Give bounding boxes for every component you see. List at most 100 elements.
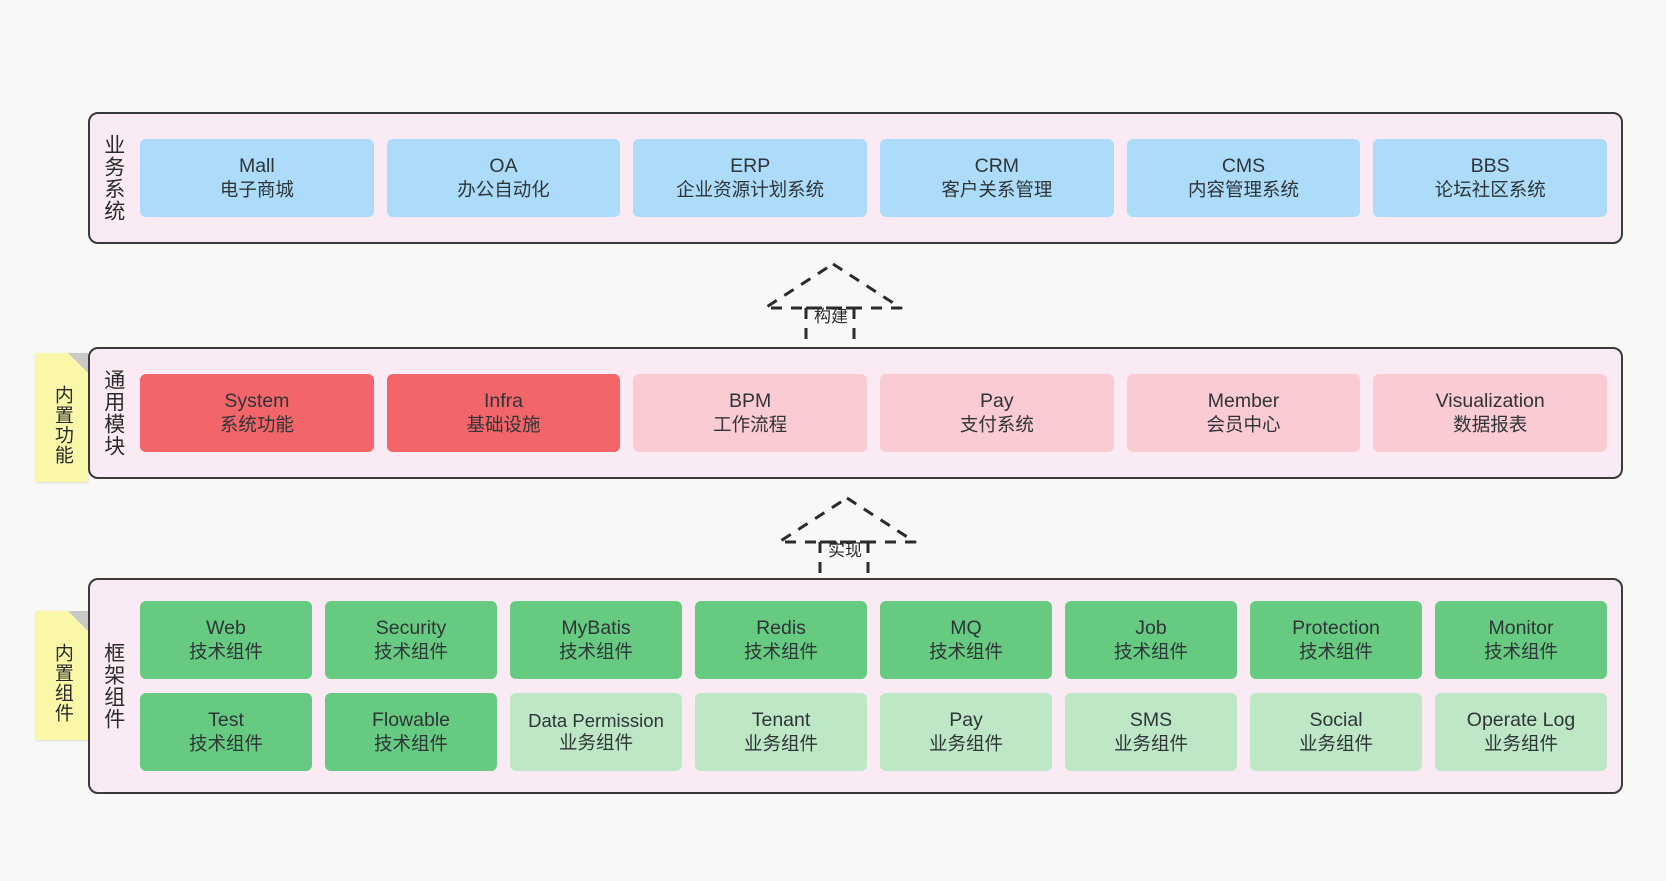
framework-row-2: Test 技术组件 Flowable 技术组件 Data Permission … (140, 693, 1607, 771)
box-title: Security (375, 616, 447, 639)
box-subtitle: 技术组件 (188, 732, 263, 754)
layer-panel-framework: 框架组件 Web 技术组件 Security 技术组件 MyBatis 技术组件… (88, 578, 1623, 794)
business-box-oa[interactable]: OA 办公自动化 (386, 139, 621, 217)
sticky-note-builtin-component: 内置组件 (36, 611, 88, 740)
box-subtitle: 业务组件 (1483, 732, 1558, 754)
business-box-cms[interactable]: CMS 内容管理系统 (1126, 139, 1361, 217)
framework-box-data-permission[interactable]: Data Permission 业务组件 (510, 693, 682, 771)
box-title: Visualization (1435, 389, 1545, 412)
box-subtitle: 技术组件 (1113, 640, 1188, 662)
box-title: CMS (1221, 154, 1266, 177)
common-box-infra[interactable]: Infra 基础设施 (386, 374, 621, 452)
connector-label-build: 构建 (814, 307, 848, 326)
sticky-note-text: 内置功能 (51, 384, 73, 465)
folded-corner-icon (68, 611, 88, 631)
sticky-note-builtin-feature: 内置功能 (36, 353, 88, 482)
box-title: MQ (950, 616, 982, 639)
box-subtitle: 业务组件 (558, 731, 633, 753)
box-title: Flowable (371, 708, 451, 731)
framework-box-operate-log[interactable]: Operate Log 业务组件 (1435, 693, 1607, 771)
connector-implement: 实现 (772, 492, 922, 584)
connector-label-implement: 实现 (828, 541, 862, 560)
box-subtitle: 论坛社区系统 (1434, 178, 1546, 200)
layer-label-framework: 框架组件 (101, 642, 125, 730)
box-subtitle: 客户关系管理 (941, 178, 1053, 200)
layer-panel-business: 业务系统 Mall 电子商城 OA 办公自动化 ERP 企业资源计划系统 CRM… (88, 112, 1623, 244)
business-box-erp[interactable]: ERP 企业资源计划系统 (633, 139, 868, 217)
box-subtitle: 基础设施 (466, 413, 541, 435)
box-subtitle: 技术组件 (558, 640, 633, 662)
framework-box-web[interactable]: Web 技术组件 (140, 601, 312, 679)
box-subtitle: 支付系统 (959, 413, 1034, 435)
box-subtitle: 技术组件 (188, 640, 263, 662)
framework-box-security[interactable]: Security 技术组件 (325, 601, 497, 679)
folded-corner-icon (68, 353, 88, 373)
box-title: Web (206, 616, 246, 639)
box-subtitle: 业务组件 (743, 732, 818, 754)
box-title: Operate Log (1466, 708, 1576, 731)
framework-box-redis[interactable]: Redis 技术组件 (695, 601, 867, 679)
box-title: Tenant (751, 708, 811, 731)
common-box-visualization[interactable]: Visualization 数据报表 (1373, 374, 1608, 452)
business-box-bbs[interactable]: BBS 论坛社区系统 (1373, 139, 1608, 217)
box-subtitle: 业务组件 (1113, 732, 1188, 754)
box-subtitle: 数据报表 (1453, 413, 1528, 435)
box-title: Data Permission (528, 709, 664, 731)
layer-panel-common: 通用模块 System 系统功能 Infra 基础设施 BPM 工作流程 Pay… (88, 347, 1623, 479)
box-title: Pay (949, 708, 983, 731)
connector-build: 构建 (758, 258, 908, 350)
layer-body-common: System 系统功能 Infra 基础设施 BPM 工作流程 Pay 支付系统… (136, 349, 1621, 477)
framework-box-flowable[interactable]: Flowable 技术组件 (325, 693, 497, 771)
framework-box-test[interactable]: Test 技术组件 (140, 693, 312, 771)
common-box-pay[interactable]: Pay 支付系统 (880, 374, 1114, 452)
box-subtitle: 技术组件 (743, 640, 818, 662)
box-title: Job (1135, 616, 1167, 639)
framework-box-mq[interactable]: MQ 技术组件 (880, 601, 1052, 679)
layer-body-framework: Web 技术组件 Security 技术组件 MyBatis 技术组件 Redi… (136, 580, 1621, 792)
framework-box-monitor[interactable]: Monitor 技术组件 (1435, 601, 1607, 679)
framework-box-social[interactable]: Social 业务组件 (1250, 693, 1422, 771)
box-subtitle: 技术组件 (1483, 640, 1558, 662)
box-title: SMS (1129, 708, 1173, 731)
layer-body-business: Mall 电子商城 OA 办公自动化 ERP 企业资源计划系统 CRM 客户关系… (136, 114, 1621, 242)
box-title: Pay (980, 389, 1014, 412)
business-box-mall[interactable]: Mall 电子商城 (140, 139, 374, 217)
framework-box-pay[interactable]: Pay 业务组件 (880, 693, 1052, 771)
box-title: Monitor (1488, 616, 1554, 639)
box-title: OA (489, 154, 518, 177)
framework-box-tenant[interactable]: Tenant 业务组件 (695, 693, 867, 771)
framework-row-1: Web 技术组件 Security 技术组件 MyBatis 技术组件 Redi… (140, 601, 1607, 679)
box-subtitle: 企业资源计划系统 (676, 178, 825, 200)
box-subtitle: 会员中心 (1206, 413, 1281, 435)
framework-box-mybatis[interactable]: MyBatis 技术组件 (510, 601, 682, 679)
business-box-crm[interactable]: CRM 客户关系管理 (880, 139, 1114, 217)
box-title: Protection (1292, 616, 1380, 639)
box-subtitle: 业务组件 (928, 732, 1003, 754)
box-title: Infra (483, 389, 524, 412)
box-subtitle: 技术组件 (373, 732, 448, 754)
box-title: CRM (974, 154, 1020, 177)
framework-box-job[interactable]: Job 技术组件 (1065, 601, 1237, 679)
box-title: MyBatis (561, 616, 631, 639)
box-title: BPM (729, 389, 772, 412)
common-box-bpm[interactable]: BPM 工作流程 (633, 374, 868, 452)
layer-label-common: 通用模块 (101, 369, 125, 457)
box-subtitle: 工作流程 (713, 413, 788, 435)
sticky-note-text: 内置组件 (51, 642, 73, 723)
box-title: System (224, 389, 290, 412)
framework-box-sms[interactable]: SMS 业务组件 (1065, 693, 1237, 771)
framework-box-protection[interactable]: Protection 技术组件 (1250, 601, 1422, 679)
layer-label-business: 业务系统 (101, 134, 125, 222)
box-title: ERP (730, 154, 771, 177)
box-subtitle: 内容管理系统 (1188, 178, 1300, 200)
box-subtitle: 系统功能 (219, 413, 294, 435)
box-subtitle: 业务组件 (1298, 732, 1373, 754)
box-title: Member (1207, 389, 1280, 412)
box-title: Mall (238, 154, 275, 177)
box-subtitle: 技术组件 (1298, 640, 1373, 662)
box-subtitle: 电子商城 (219, 178, 294, 200)
box-title: Redis (756, 616, 806, 639)
common-box-system[interactable]: System 系统功能 (140, 374, 374, 452)
common-box-member[interactable]: Member 会员中心 (1126, 374, 1361, 452)
